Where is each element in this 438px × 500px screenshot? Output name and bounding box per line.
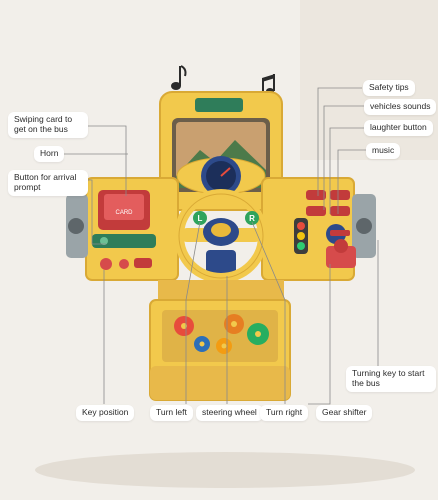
music-note-icon: [171, 65, 187, 90]
left-turn-button: [193, 211, 207, 225]
sound-buttons: [306, 190, 350, 216]
traffic-light: [294, 218, 308, 254]
steering-wheel: L R: [174, 189, 268, 286]
turn-left-label: Turn left: [150, 405, 193, 421]
gear-shifter-label: Gear shifter: [316, 405, 373, 421]
key-position-label: Key position: [76, 405, 135, 421]
turn-right-label: Turn right: [260, 405, 309, 421]
laughter-button-label: laughter button: [364, 120, 433, 136]
card-reader-button: CARD: [98, 190, 150, 230]
steering-wheel-label: steering wheel: [196, 405, 263, 421]
swiping-card-label: Swiping card to get on the bus: [8, 112, 88, 138]
music-label: music: [366, 143, 401, 159]
gear-icon: [194, 336, 210, 352]
card-text: CARD: [115, 210, 133, 216]
gear-icon: [174, 316, 194, 336]
right-indicator-text: R: [249, 214, 255, 223]
arrival-prompt-buttons: [100, 258, 152, 270]
arrival-prompt-label: Button for arrival prompt: [8, 170, 88, 196]
gear-icon: [216, 338, 232, 354]
gear-icon: [247, 323, 269, 345]
gear-icon: [224, 314, 244, 334]
gear-shifter: [326, 239, 356, 268]
gear-drawer: [149, 280, 291, 401]
safety-tips-label: Safety tips: [363, 80, 415, 96]
left-indicator-text: L: [198, 214, 203, 223]
horn-button: [92, 234, 156, 248]
horn-label: Horn: [34, 146, 65, 162]
vehicles-sounds-label: vehicles sounds: [364, 99, 437, 115]
turning-key-label: Turning key to start the bus: [346, 366, 436, 392]
right-turn-button: [245, 211, 259, 225]
speedometer-gauge: [176, 156, 266, 196]
